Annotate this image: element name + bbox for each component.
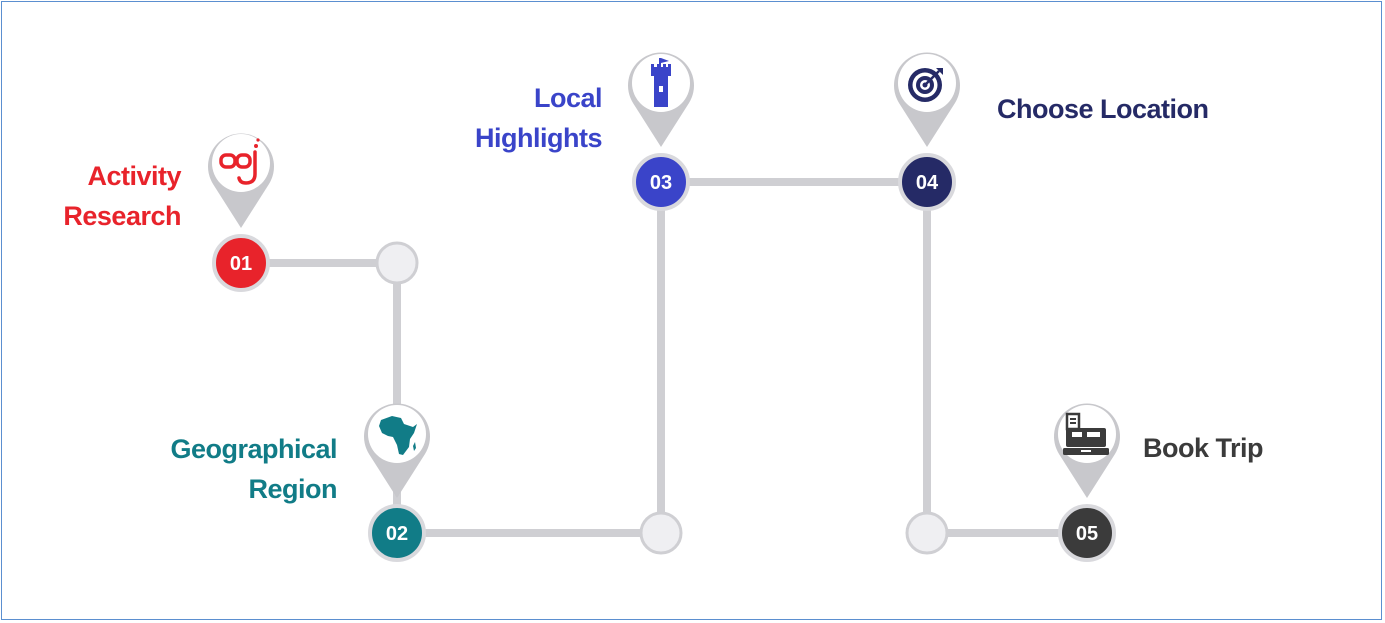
step-label-01: Activity Research (63, 156, 181, 236)
step-label-line: Local (533, 83, 603, 113)
pin-01 (208, 133, 274, 228)
step-circle (898, 153, 956, 211)
pin-04 (894, 52, 961, 148)
step-circle (632, 153, 690, 211)
madagascar-shape (413, 442, 416, 451)
step-label-line: Research (63, 201, 181, 231)
step-label-02: Geographical Region (170, 429, 337, 509)
step-number: 03 (650, 172, 672, 194)
joint-circle (375, 241, 419, 285)
step-number: 02 (386, 523, 408, 545)
pin-03 (628, 52, 694, 147)
africa-map-icon (379, 416, 417, 455)
step-node-02: 02 (368, 504, 426, 562)
step-label-line: Book Trip (1143, 433, 1264, 463)
step-circle (1058, 504, 1116, 562)
step-node-03: 03 (632, 153, 690, 211)
pin-05 (1054, 403, 1120, 498)
pin-02 (364, 403, 431, 498)
step-label-line: Activity (87, 161, 181, 191)
step-label-line: Region (248, 474, 338, 504)
step-node-05: 05 (1058, 504, 1116, 562)
step-label-line: Highlights (475, 123, 602, 153)
step-number: 01 (230, 253, 252, 275)
step-label-line: Geographical (170, 434, 337, 464)
step-node-04: 04 (898, 153, 956, 211)
tower-icon (651, 58, 671, 107)
step-number: 04 (916, 172, 939, 194)
step-label-04: Choose Location (997, 89, 1209, 129)
joint-circle (639, 511, 683, 555)
step-number: 05 (1076, 523, 1098, 545)
snorkel-mask-icon (219, 138, 260, 185)
step-node-01: 01 (212, 234, 270, 292)
step-label-line: Choose Location (997, 94, 1209, 124)
joints (375, 241, 949, 555)
connector-path (237, 178, 1091, 537)
step-circle (368, 504, 426, 562)
step-label-03: Local Highlights (475, 78, 602, 158)
cash-register-icon (1063, 412, 1109, 455)
target-icon (908, 68, 943, 102)
step-label-05: Book Trip (1143, 428, 1264, 468)
step-circle (212, 234, 270, 292)
joint-circle (905, 511, 949, 555)
